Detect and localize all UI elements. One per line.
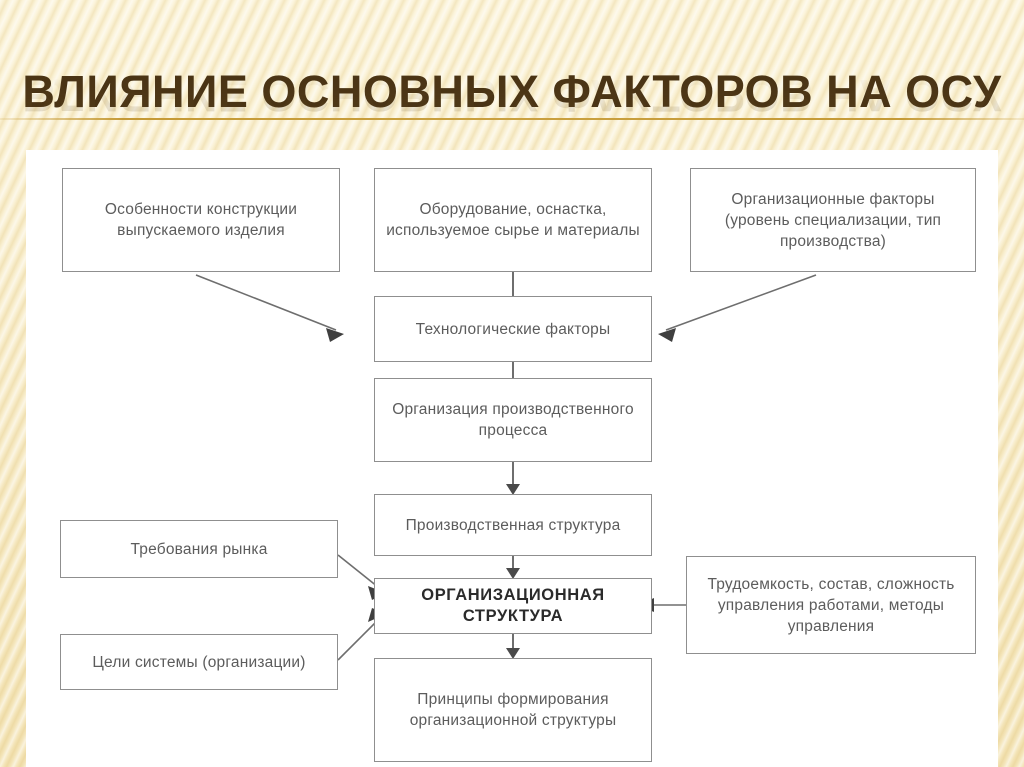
connector-prodstruct-to-orgstruct xyxy=(512,556,514,574)
title-band: ВЛИЯНИЕ ОСНОВНЫХ ФАКТОРОВ НА ОСУ ВЛИЯНИЕ… xyxy=(0,0,1024,152)
node-formation-principles-label: Принципы формирования организационной ст… xyxy=(409,691,617,729)
arrowhead-process-to-structure xyxy=(506,484,520,495)
connector-orgstruct-to-principles xyxy=(512,634,514,654)
node-production-structure[interactable]: Производственная структура xyxy=(374,494,652,556)
connector-process-to-structure xyxy=(512,462,514,490)
arrowhead-orgstruct-to-principles xyxy=(506,648,520,659)
page-title: ВЛИЯНИЕ ОСНОВНЫХ ФАКТОРОВ НА ОСУ xyxy=(22,66,1002,117)
node-labor-intensity-label: Трудоемкость, состав, сложность управлен… xyxy=(707,575,955,635)
node-production-process[interactable]: Организация производственного процесса xyxy=(374,378,652,462)
flowchart: Особенности конструкции выпускаемого изд… xyxy=(26,150,998,767)
node-product-design-label: Особенности конструкции выпускаемого изд… xyxy=(104,201,298,239)
node-system-goals[interactable]: Цели системы (организации) xyxy=(60,634,338,690)
connector-equipment-to-tech xyxy=(512,272,514,315)
node-organizational-structure[interactable]: ОРГАНИЗАЦИОННАЯ СТРУКТУРА xyxy=(374,578,652,634)
arrowhead-prodstruct-to-orgstruct xyxy=(506,568,520,579)
node-technological-factors-label: Технологические факторы xyxy=(415,320,611,338)
node-equipment-label: Оборудование, оснастка, используемое сыр… xyxy=(386,201,640,239)
node-organizational-factors[interactable]: Организационные факторы (уровень специал… xyxy=(690,168,976,272)
node-market-requirements-label: Требования рынка xyxy=(130,540,268,558)
connector-tech-to-process xyxy=(512,362,514,392)
node-production-structure-label: Производственная структура xyxy=(405,516,621,534)
node-technological-factors[interactable]: Технологические факторы xyxy=(374,296,652,362)
diagram-canvas: Особенности конструкции выпускаемого изд… xyxy=(26,150,998,767)
node-formation-principles[interactable]: Принципы формирования организационной ст… xyxy=(374,658,652,762)
node-organizational-structure-label: ОРГАНИЗАЦИОННАЯ СТРУКТУРА xyxy=(421,586,605,625)
node-organizational-factors-label: Организационные факторы (уровень специал… xyxy=(724,190,942,250)
node-product-design[interactable]: Особенности конструкции выпускаемого изд… xyxy=(62,168,340,272)
node-system-goals-label: Цели системы (организации) xyxy=(92,653,306,671)
node-labor-intensity[interactable]: Трудоемкость, состав, сложность управлен… xyxy=(686,556,976,654)
title-divider xyxy=(0,118,1024,120)
node-market-requirements[interactable]: Требования рынка xyxy=(60,520,338,578)
node-production-process-label: Организация производственного процесса xyxy=(392,401,634,439)
node-equipment[interactable]: Оборудование, оснастка, используемое сыр… xyxy=(374,168,652,272)
